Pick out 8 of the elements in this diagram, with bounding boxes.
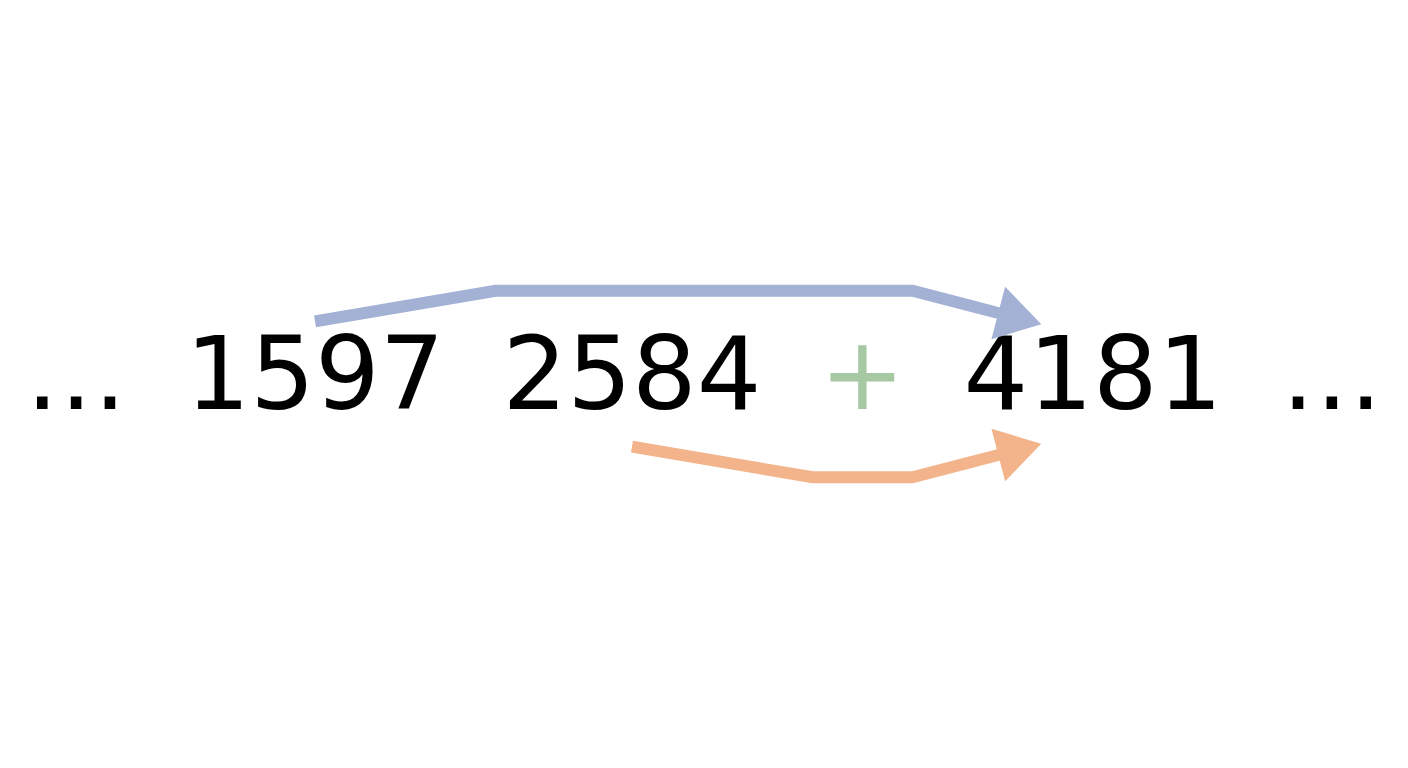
label: +: [819, 315, 906, 434]
node-text: 1597: [185, 315, 445, 434]
node-text: 2584: [502, 315, 762, 434]
node-text: 4181: [963, 315, 1223, 434]
arrow: [631, 428, 1042, 484]
label: …: [1281, 315, 1383, 434]
label: …: [25, 315, 127, 434]
arrow: [314, 284, 1042, 340]
